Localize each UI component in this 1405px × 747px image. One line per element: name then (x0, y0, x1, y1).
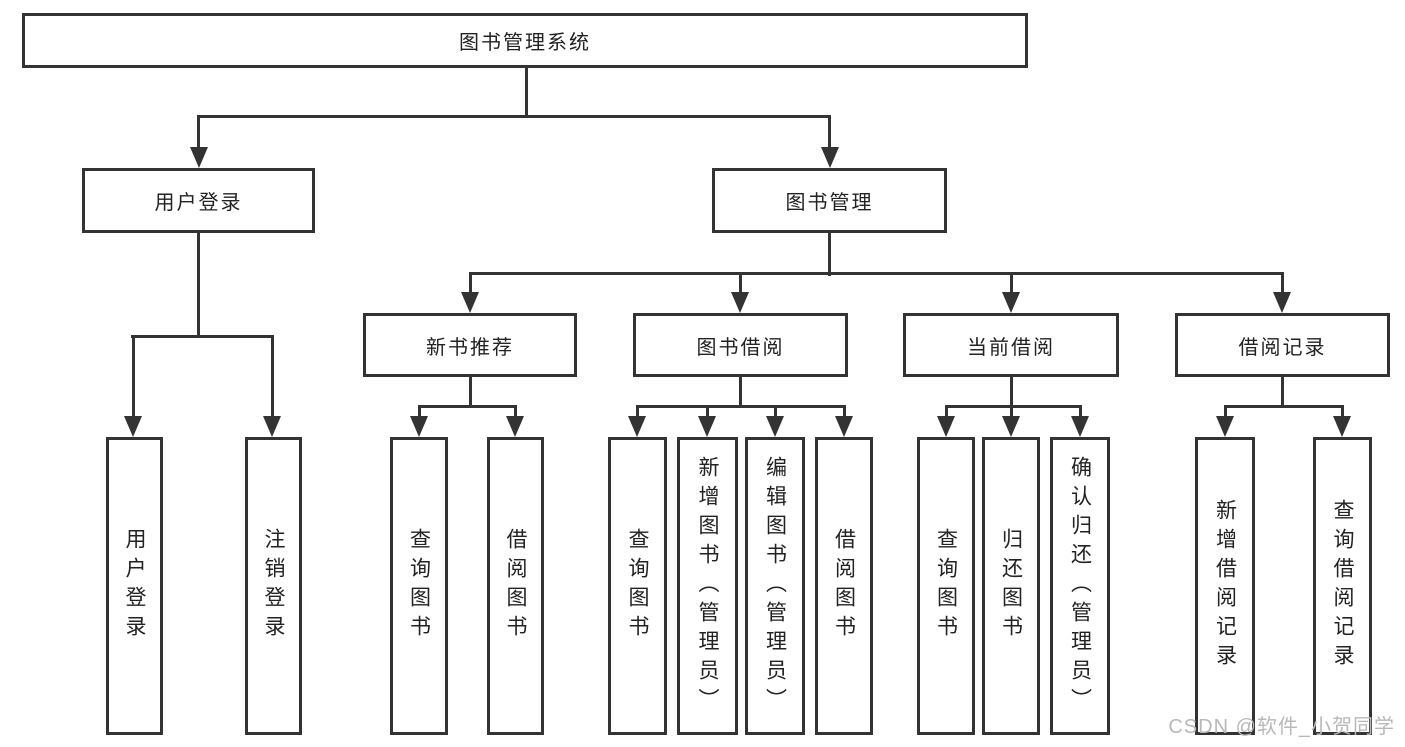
leaf-query-books-recommend: 查询图书 (390, 437, 448, 735)
node-user-login: 用户登录 (82, 168, 315, 233)
arrow-down-icon (1333, 416, 1351, 437)
connector-line (131, 335, 274, 338)
node-label: 图书管理 (785, 192, 874, 214)
arrow-down-icon (410, 416, 428, 437)
connector-line (636, 405, 639, 418)
connector-line (945, 405, 1082, 408)
leaf-borrow-books: 借阅图书 (815, 437, 873, 735)
node-library-management-system: 图书管理系统 (22, 13, 1028, 68)
node-current-borrow: 当前借阅 (903, 313, 1119, 377)
node-label: 新增借阅记录 (1213, 499, 1237, 673)
connector-line (197, 233, 200, 338)
arrow-down-icon (1273, 292, 1291, 313)
leaf-borrow-books-recommend: 借阅图书 (487, 437, 544, 735)
node-label: 当前借阅 (967, 336, 1055, 359)
leaf-edit-book-admin: 编辑图书（管理员） (745, 437, 805, 735)
arrow-down-icon (835, 416, 853, 437)
connector-line (418, 405, 517, 408)
connector-line (197, 115, 831, 118)
csdn-watermark: CSDN @软件_小贺同学 (1168, 716, 1395, 738)
node-label: 查询借阅记录 (1331, 499, 1354, 673)
leaf-add-borrow-record: 新增借阅记录 (1195, 437, 1255, 735)
connector-line (132, 335, 135, 418)
leaf-query-books-borrow: 查询图书 (608, 437, 667, 735)
leaf-add-book-admin: 新增图书（管理员） (677, 437, 738, 735)
node-label: 查询图书 (626, 528, 649, 644)
arrow-down-icon (1216, 416, 1234, 437)
connector-line (739, 377, 742, 408)
arrow-down-icon (263, 416, 281, 437)
arrow-down-icon (124, 416, 142, 437)
arrow-down-icon (628, 416, 646, 437)
connector-line (469, 377, 472, 408)
node-label: 用户登录 (123, 528, 146, 644)
node-label: 查询图书 (407, 528, 431, 644)
arrow-down-icon (1002, 416, 1020, 437)
connector-line (636, 405, 845, 408)
leaf-return-book: 归还图书 (982, 437, 1040, 735)
node-label: 新书推荐 (426, 336, 514, 359)
node-label: 借阅图书 (832, 528, 856, 644)
connector-line (739, 272, 742, 294)
connector-line (1010, 377, 1013, 408)
node-label: 借阅图书 (504, 528, 527, 644)
node-borrow-records: 借阅记录 (1175, 313, 1390, 377)
connector-line (1010, 405, 1013, 418)
node-new-book-recommend: 新书推荐 (363, 313, 577, 377)
arrow-down-icon (1071, 416, 1089, 437)
connector-line (828, 115, 831, 148)
connector-line (525, 68, 528, 118)
connector-line (1224, 405, 1344, 408)
node-book-borrow: 图书借阅 (633, 313, 848, 377)
connector-line (828, 233, 831, 276)
connector-line (1010, 272, 1013, 294)
node-label: 用户登录 (154, 192, 243, 214)
arrow-down-icon (698, 416, 716, 437)
node-label: 图书管理系统 (459, 32, 591, 54)
connector-line (271, 335, 274, 418)
node-label: 查询图书 (934, 528, 958, 644)
connector-line (469, 272, 1284, 275)
leaf-query-borrow-record: 查询借阅记录 (1313, 437, 1372, 735)
arrow-down-icon (821, 147, 839, 168)
arrow-down-icon (731, 292, 749, 313)
connector-line (197, 115, 200, 148)
connector-line (843, 405, 846, 418)
connector-line (1341, 405, 1344, 418)
node-label: 注销登录 (262, 528, 285, 644)
leaf-logout-login: 注销登录 (245, 437, 302, 735)
node-label: 借阅记录 (1238, 336, 1327, 359)
leaf-confirm-return-admin: 确认归还（管理员） (1050, 437, 1110, 735)
node-label: 归还图书 (999, 528, 1023, 644)
arrow-down-icon (190, 147, 208, 168)
arrow-down-icon (461, 292, 479, 313)
node-book-management: 图书管理 (712, 168, 947, 233)
node-label: 图书借阅 (696, 336, 785, 359)
connector-line (1224, 405, 1227, 418)
connector-line (514, 405, 517, 418)
connector-line (1079, 405, 1082, 418)
node-label: 新增图书（管理员） (696, 455, 719, 717)
node-label: 确认归还（管理员） (1068, 455, 1092, 717)
arrow-down-icon (766, 416, 784, 437)
connector-line (1281, 377, 1284, 408)
arrow-down-icon (1002, 292, 1020, 313)
node-label: 编辑图书（管理员） (763, 455, 787, 717)
leaf-query-books-current: 查询图书 (917, 437, 975, 735)
arrow-down-icon (937, 416, 955, 437)
connector-line (469, 272, 472, 294)
connector-line (706, 405, 709, 418)
connector-line (1281, 272, 1284, 294)
leaf-user-login: 用户登录 (106, 437, 163, 735)
connector-line (418, 405, 421, 418)
connector-line (945, 405, 948, 418)
arrow-down-icon (506, 416, 524, 437)
connector-line (774, 405, 777, 418)
